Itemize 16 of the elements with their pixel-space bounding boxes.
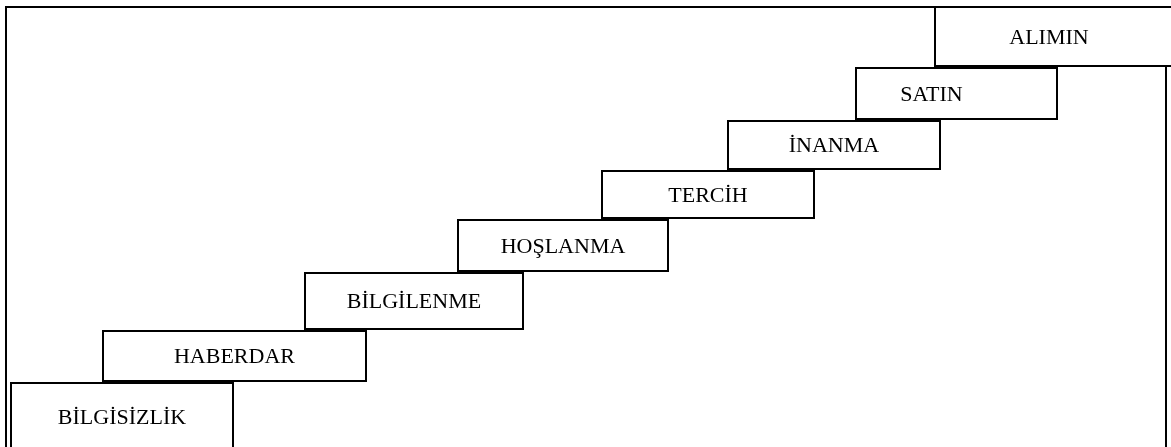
step-label: BİLGİLENME xyxy=(346,288,482,314)
step-box xyxy=(601,170,815,219)
step-label: TERCİH xyxy=(668,181,748,208)
step-box xyxy=(457,219,669,272)
step-label: İNANMA xyxy=(788,132,880,158)
step-label: ALIMIN xyxy=(1009,23,1089,50)
step-box xyxy=(934,6,1171,67)
step-label: SATIN xyxy=(900,80,963,107)
step-label: HABERDAR xyxy=(174,343,295,369)
step-box xyxy=(727,120,941,170)
step-box xyxy=(304,272,524,330)
step-box xyxy=(855,67,1058,120)
step-box xyxy=(10,382,234,447)
step-box xyxy=(102,330,367,382)
step-label: HOŞLANMA xyxy=(500,232,626,259)
step-label: BİLGİSİZLİK xyxy=(57,404,187,430)
